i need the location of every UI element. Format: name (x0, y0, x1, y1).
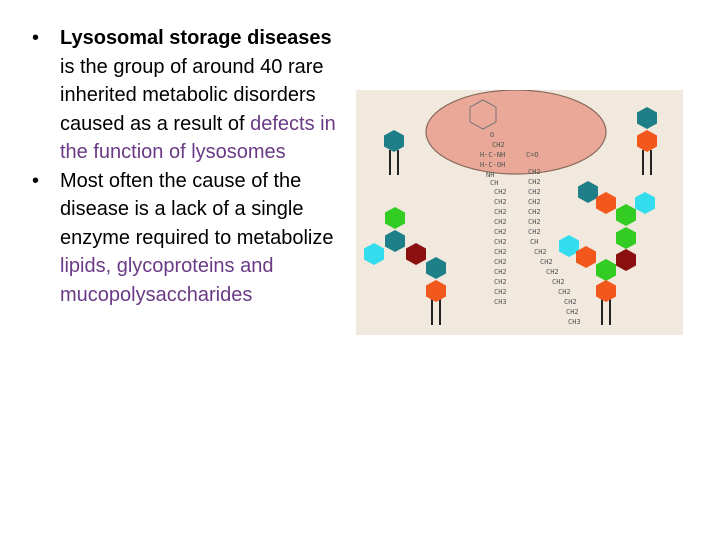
svg-text:CH2: CH2 (564, 298, 577, 306)
svg-text:CH2: CH2 (540, 258, 553, 266)
svg-text:O: O (490, 131, 494, 139)
bullet-item: • Lysosomal storage diseases is the grou… (28, 24, 348, 167)
glycolipid-diagram-icon: O CH2 H-C-NH H-C-OH C=O NH CH CH2 CH2 CH… (364, 90, 657, 326)
bullet-item: • Most often the cause of the disease is… (28, 167, 348, 310)
glycan-right-tree (559, 181, 655, 325)
glycan-top-left (384, 130, 404, 175)
glycan-top-right (637, 107, 657, 175)
bullet-body: Most often the cause of the disease is a… (60, 167, 348, 310)
svg-text:C=O: C=O (526, 151, 539, 159)
bullet-text: Most often the cause of the disease is a… (60, 169, 334, 249)
fatty-acid-chain-right: CH2 CH2 CH2 CH2 CH2 CH2 CH2 CH CH2 CH2 C… (528, 168, 581, 326)
svg-text:CH2: CH2 (494, 288, 507, 296)
svg-text:CH2: CH2 (528, 218, 541, 226)
glycan-left-tree (364, 207, 446, 325)
svg-text:CH2: CH2 (558, 288, 571, 296)
bullet-highlight: lipids, glycoproteins and mucopolysaccha… (60, 255, 274, 306)
bullet-highlight: defects in the function of lysosomes (60, 112, 336, 164)
glycolipid-diagram: O CH2 H-C-NH H-C-OH C=O NH CH CH2 CH2 CH… (356, 90, 683, 335)
svg-text:H-C-OH: H-C-OH (480, 161, 505, 169)
svg-text:CH2: CH2 (528, 188, 541, 196)
svg-text:CH2: CH2 (494, 268, 507, 276)
chemical-labels: O CH2 H-C-NH H-C-OH C=O NH CH (480, 131, 539, 187)
svg-text:CH2: CH2 (494, 198, 507, 206)
svg-text:CH3: CH3 (494, 298, 507, 306)
svg-text:CH2: CH2 (494, 218, 507, 226)
bullet-body: Lysosomal storage diseases is the group … (60, 24, 348, 167)
svg-text:CH2: CH2 (528, 208, 541, 216)
bullet-dot: • (32, 27, 40, 49)
svg-text:CH2: CH2 (494, 188, 507, 196)
svg-text:CH3: CH3 (568, 318, 581, 326)
svg-text:CH2: CH2 (566, 308, 579, 316)
svg-text:NH: NH (486, 171, 494, 179)
svg-text:CH2: CH2 (546, 268, 559, 276)
slide-text: • Lysosomal storage diseases is the grou… (28, 24, 348, 309)
bullet-text: is the group of around 40 rare inherited… (60, 55, 324, 135)
lipid-head-ellipse (425, 90, 607, 175)
fatty-acid-chain-left: CH2 CH2 CH2 CH2 CH2 CH2 CH2 CH2 CH2 CH2 … (494, 188, 507, 306)
svg-text:CH2: CH2 (494, 208, 507, 216)
svg-text:CH2: CH2 (494, 258, 507, 266)
svg-text:CH2: CH2 (494, 248, 507, 256)
svg-text:CH: CH (530, 238, 538, 246)
svg-text:CH2: CH2 (528, 178, 541, 186)
svg-text:CH2: CH2 (534, 248, 547, 256)
svg-text:CH2: CH2 (528, 228, 541, 236)
ring-structure-icon (469, 99, 497, 130)
svg-text:CH2: CH2 (552, 278, 565, 286)
svg-text:CH: CH (490, 179, 498, 187)
svg-text:CH2: CH2 (494, 278, 507, 286)
svg-text:CH2: CH2 (492, 141, 505, 149)
svg-text:CH2: CH2 (528, 168, 541, 176)
bullet-dot: • (32, 169, 40, 192)
svg-text:H-C-NH: H-C-NH (480, 151, 505, 159)
svg-text:CH2: CH2 (528, 198, 541, 206)
bullet-bold-term: Lysosomal storage diseases (60, 27, 332, 49)
svg-text:CH2: CH2 (494, 238, 507, 246)
svg-text:CH2: CH2 (494, 228, 507, 236)
